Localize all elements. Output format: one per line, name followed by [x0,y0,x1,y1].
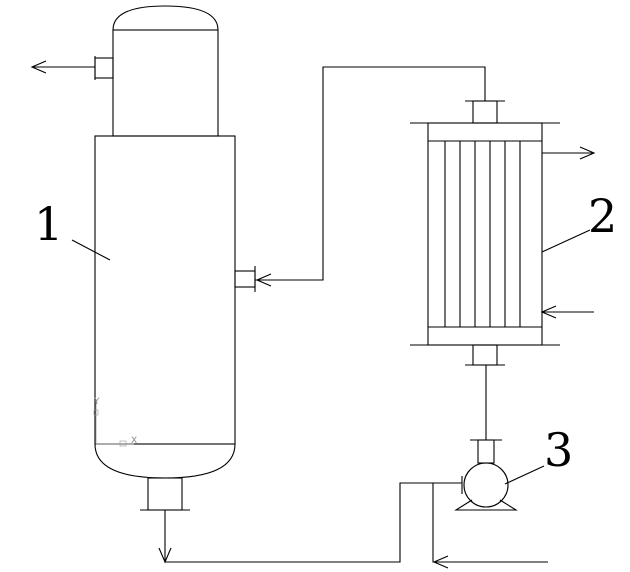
label-2: 2 [588,189,617,243]
exchanger-bottom-nozzle [472,344,498,366]
vapour-outlet-nozzle [94,57,114,79]
feed-line [432,483,548,563]
vessel-main-body [94,135,236,445]
recycle-line [255,66,486,281]
pump-3 [454,439,518,511]
ucs-y-label: Y [93,397,100,407]
vessel-bottom-head [94,443,236,479]
ucs-x-label: X [131,436,137,446]
bottom-outlet-nozzle [147,477,183,511]
ucs-axis-marker: Y X [93,397,137,447]
label-1: 1 [34,197,63,251]
leader-3 [504,465,545,485]
label-3: 3 [544,423,573,477]
pump-discharge-nozzle [477,439,495,464]
vessel-to-pump-line [164,482,462,563]
labels: 1 2 3 [34,189,617,485]
leader-2 [541,229,591,253]
pump-base [454,499,518,511]
side-inlet-nozzle [234,270,256,288]
piping [30,60,596,569]
vessel-top-dome [112,5,219,31]
leader-1 [71,239,111,261]
vessel-upper-section [112,29,219,137]
heat-exchanger-2 [410,100,560,366]
vessel-1 [94,5,256,511]
exchanger-top-nozzle [472,100,498,124]
exchanger-tubes [444,141,521,327]
